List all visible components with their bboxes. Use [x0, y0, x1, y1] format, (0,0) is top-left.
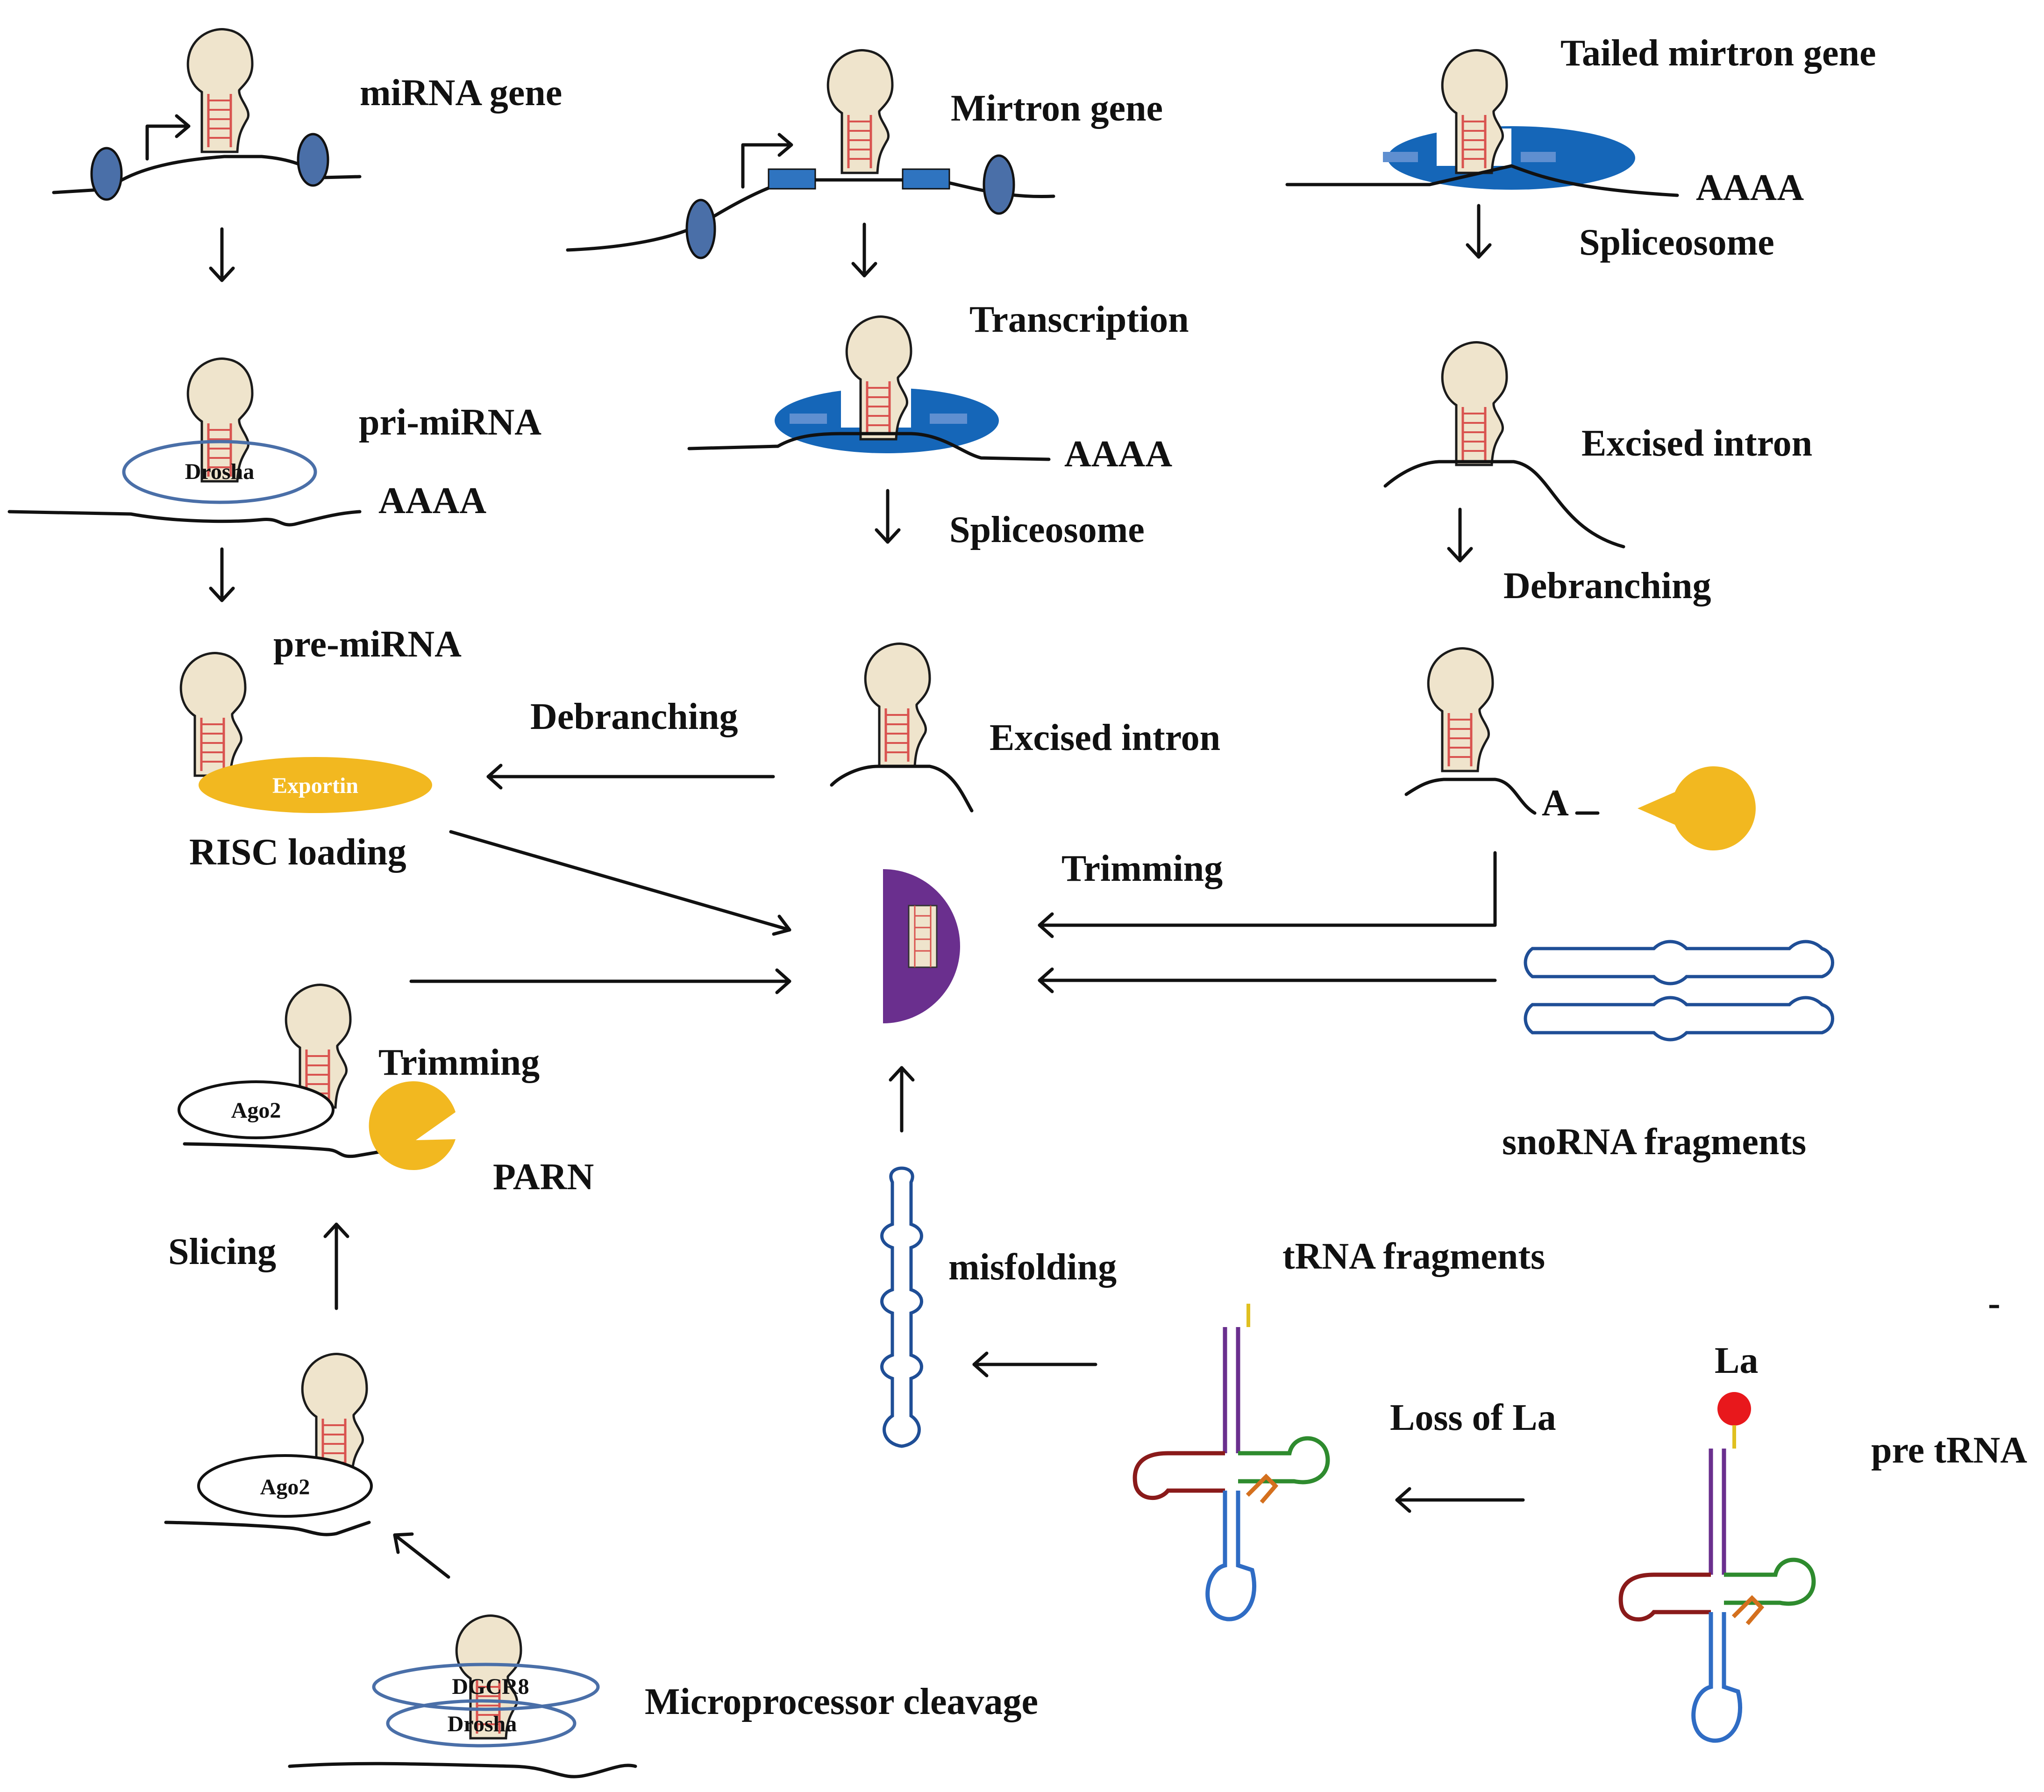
- dgcr8-label: DGCR8: [452, 1674, 529, 1699]
- arrow-down-icon: [1467, 206, 1490, 257]
- mirtron-gene-label: Mirtron gene: [951, 88, 1163, 129]
- pri-mirna-label: pri-miRNA: [359, 402, 541, 443]
- la-protein-icon: [1717, 1392, 1751, 1426]
- trimming-left-label: Trimming: [378, 1042, 540, 1083]
- parn-label: PARN: [493, 1157, 594, 1198]
- arrow-down-icon: [211, 229, 233, 280]
- arrow-left-icon: [972, 1351, 1097, 1378]
- arrow-down-icon: [853, 224, 876, 276]
- arrow-snorna-to-risc-icon: [1038, 967, 1497, 993]
- risc-loading-label: RISC loading: [189, 832, 406, 873]
- arrow-left-icon: [1395, 1487, 1525, 1513]
- transcription-label: Transcription: [969, 299, 1189, 340]
- pre-trna-shape: [1621, 1449, 1814, 1741]
- arrow-down-icon: [876, 491, 899, 542]
- hairpin-rna-icon: [828, 50, 892, 173]
- hairpin-rna-icon: [188, 29, 252, 152]
- arrow-up-icon: [323, 1222, 349, 1310]
- loss-of-la-label: Loss of La: [1390, 1397, 1556, 1438]
- excised-intron-center-diagram: [830, 644, 974, 813]
- microprocessor-diagram: DGCR8 Drosha: [288, 1616, 637, 1778]
- hairpin-rna-icon: [1428, 649, 1493, 771]
- spliceosome-mirtron-label: Spliceosome: [949, 509, 1145, 550]
- hairpin-rna-icon: [181, 653, 245, 776]
- microprocessor-cleavage-label: Microprocessor cleavage: [645, 1681, 1038, 1722]
- debranching-center-label: Debranching: [530, 696, 738, 737]
- ago2-label: Ago2: [231, 1098, 281, 1123]
- arrow-left-icon: [486, 764, 775, 790]
- pri-mirna-diagram: Drosha: [7, 359, 362, 527]
- arrow-trimming-to-risc-icon: [409, 968, 791, 994]
- trimming-diagram: Ago2: [178, 985, 456, 1170]
- aaaa-mirtron-label: AAAA: [1064, 434, 1172, 475]
- mirna-gene-diagram: [52, 29, 362, 201]
- drosha-label: Drosha: [448, 1712, 517, 1736]
- tailed-mirtron-gene-label: Tailed mirtron gene: [1560, 33, 1876, 74]
- slicing-diagram: Ago2: [164, 1354, 373, 1536]
- pre-trna-label: pre tRNA: [1871, 1430, 2027, 1471]
- pre-mirna-label: pre-miRNA: [273, 624, 462, 665]
- trna-cloverleaf-icon: [1621, 1392, 1814, 1741]
- slicing-label: Slicing: [168, 1231, 276, 1272]
- mirtron-transcription-diagram: [687, 317, 1051, 461]
- risc-complex-icon: [883, 869, 960, 1023]
- tailed-intron-diagram: [1404, 649, 1756, 850]
- drosha-label: Drosha: [185, 459, 254, 484]
- excised-intron-center-label: Excised intron: [990, 717, 1220, 758]
- misfolded-rna-icon: [880, 1166, 923, 1448]
- pacman-exonuclease-icon: [1638, 766, 1756, 850]
- parn-pacman-icon: [369, 1081, 456, 1170]
- a-tail-label: A: [1542, 783, 1569, 824]
- mirtron-gene-diagram: [566, 50, 1055, 259]
- arrow-diagonal-icon: [393, 1532, 450, 1579]
- la-label: La: [1715, 1340, 1758, 1381]
- hairpin-rna-icon: [865, 644, 930, 766]
- excised-intron-right-diagram: [1383, 343, 1625, 549]
- tailed-mirtron-gene-diagram: [1285, 50, 1679, 197]
- trimming-right-label: Trimming: [1061, 848, 1223, 889]
- mirna-gene-label: miRNA gene: [360, 72, 562, 114]
- exportin-label: Exportin: [272, 773, 358, 798]
- snorna-duplex-icon: [1524, 940, 1834, 1042]
- debranching-right-label: Debranching: [1503, 565, 1711, 607]
- arrow-misfolding-to-risc-icon: [889, 1066, 915, 1133]
- dash-mark: -: [1988, 1283, 2001, 1324]
- trna-fragments-label: tRNA fragments: [1282, 1236, 1545, 1277]
- arrow-risc-loading-icon: [449, 830, 791, 936]
- excised-intron-right-label: Excised intron: [1581, 423, 1812, 464]
- aaaa-tailed-label: AAAA: [1696, 167, 1804, 208]
- spliceosome-tailed-label: Spliceosome: [1579, 222, 1774, 263]
- ago2-label: Ago2: [260, 1475, 310, 1499]
- trna-cloverleaf-icon: [1135, 1304, 1328, 1619]
- pre-mirna-diagram: Exportin: [181, 653, 432, 813]
- arrow-down-icon: [211, 549, 233, 600]
- arrow-right-trimming-icon: [1038, 851, 1497, 938]
- hairpin-rna-icon: [1442, 343, 1507, 465]
- misfolding-label: misfolding: [948, 1247, 1117, 1288]
- trna-fragment-shape: [1135, 1327, 1328, 1619]
- aaaa-pri-label: AAAA: [378, 480, 486, 521]
- snorna-fragments-label: snoRNA fragments: [1502, 1121, 1806, 1163]
- arrow-down-icon: [1449, 509, 1471, 561]
